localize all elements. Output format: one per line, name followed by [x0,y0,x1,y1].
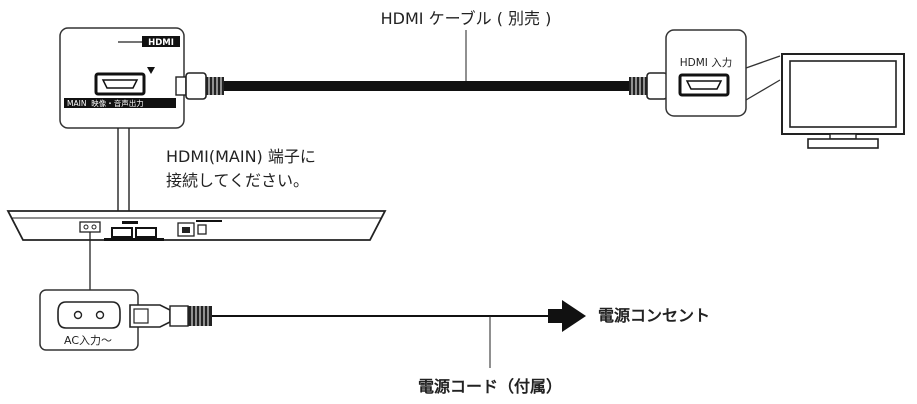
power-cord-label: 電源コード（付属） [418,377,562,396]
connect-instruction-line1: HDMI(MAIN) 端子に [166,147,316,166]
television-icon [781,53,905,149]
player-hdmi-callout: HDMI MAIN 映像・音声出力 [59,27,185,224]
power-outlet-label: 電源コンセント [598,306,710,325]
main-output-label: MAIN 映像・音声出力 [67,98,144,108]
power-cord [129,300,586,368]
player-device [6,210,387,290]
outlet-arrow-icon [548,300,586,332]
port-marker-icon [147,67,155,74]
ac-inlet [79,221,101,233]
ac-input-label: AC入力～ [64,334,112,347]
ac-input-callout: AC入力～ [39,289,139,351]
hdmi-logo [142,36,180,47]
hdmi-cable-label: HDMI ケーブル ( 別売 ) [381,9,552,28]
hdmi-cable [175,30,677,100]
tv-input-label: HDMI 入力 [680,56,732,69]
connect-instruction-line2: 接続してください。 [166,171,309,190]
tv-hdmi-callout: HDMI 入力 [665,29,781,117]
hdmi-logo-text: HDMI [148,38,174,48]
